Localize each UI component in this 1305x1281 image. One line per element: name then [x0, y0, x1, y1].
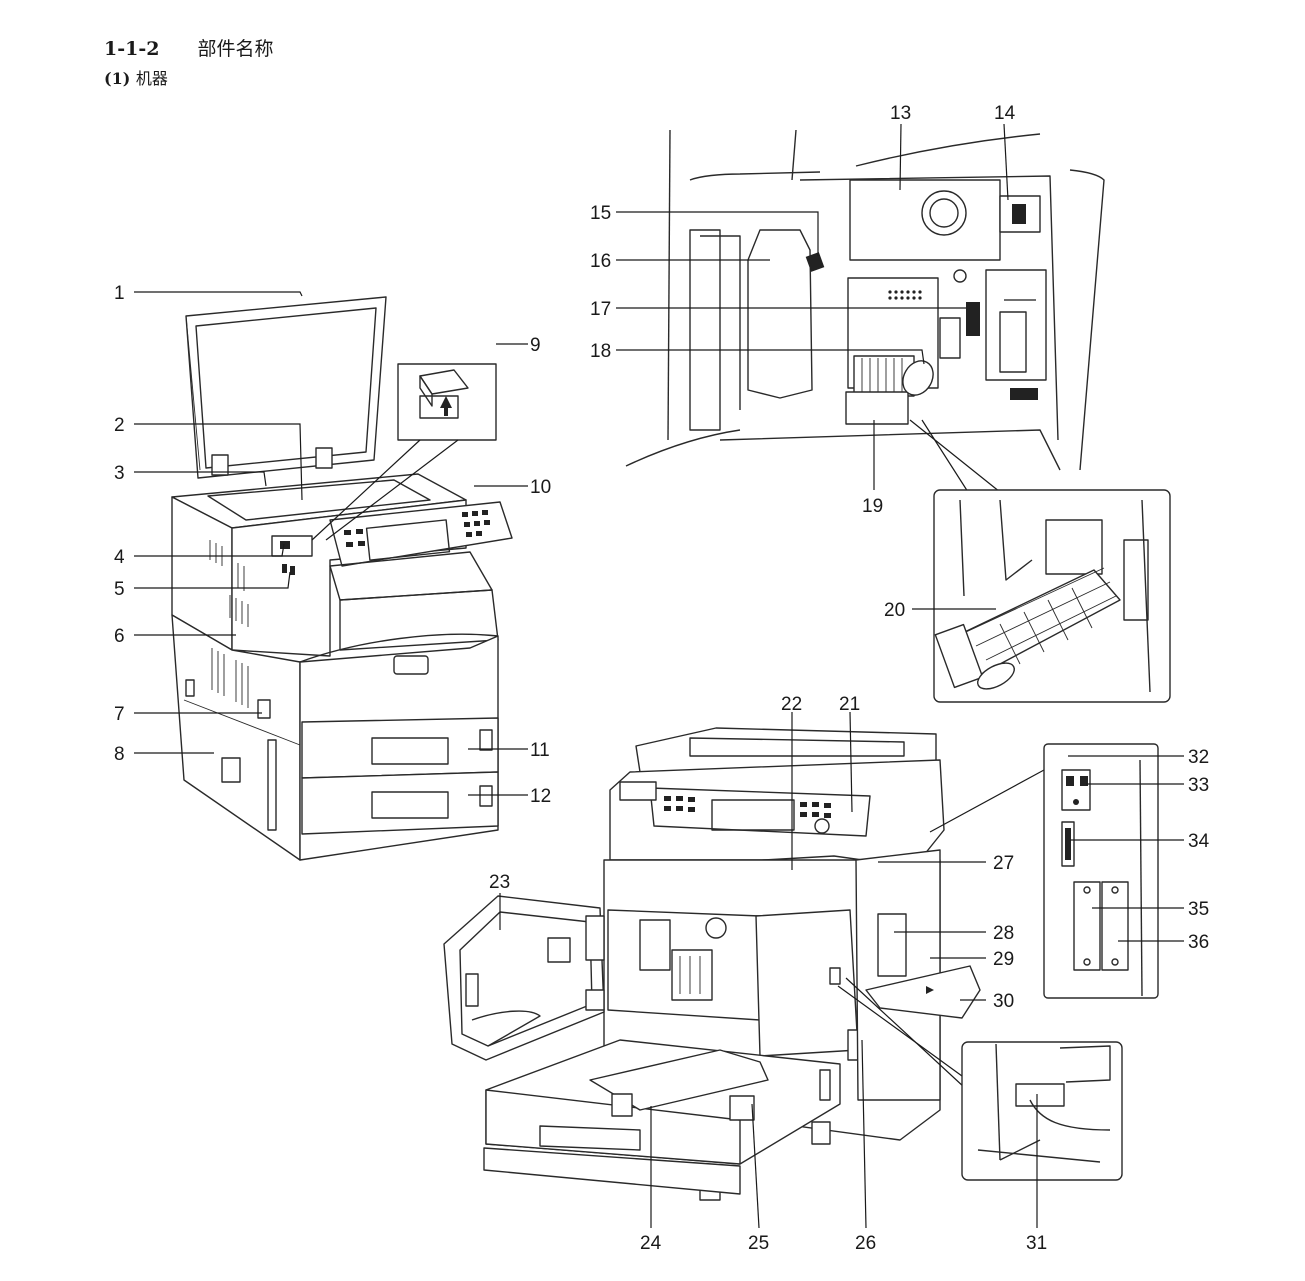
machine-front-illustration — [171, 296, 513, 861]
callout-1: 1 — [114, 283, 125, 304]
section-number: 1-1-2 — [104, 38, 160, 60]
callout-35: 35 — [1188, 899, 1209, 920]
callout-21: 21 — [839, 694, 860, 715]
subsection-prefix: (1) — [104, 69, 131, 88]
inset-cleaning-tray-detail — [933, 489, 1171, 703]
callout-28: 28 — [993, 923, 1014, 944]
callout-27: 27 — [993, 853, 1014, 874]
callout-14: 14 — [994, 103, 1016, 124]
callout-10: 10 — [530, 477, 551, 498]
callout-15: 15 — [590, 203, 611, 224]
callout-12: 12 — [530, 786, 551, 807]
callout-5: 5 — [114, 579, 125, 600]
callout-22: 22 — [781, 694, 802, 715]
callout-labels: 1 2 3 4 5 6 7 8 9 10 11 12 13 14 15 16 1… — [114, 103, 1210, 1254]
inset-usb-detail — [311, 363, 497, 541]
callout-26: 26 — [855, 1233, 876, 1254]
callout-29: 29 — [993, 949, 1014, 970]
inset-switch-detail — [961, 1041, 1123, 1181]
callout-23: 23 — [489, 872, 510, 893]
callout-32: 32 — [1188, 747, 1209, 768]
callout-17: 17 — [590, 299, 611, 320]
section-heading: 1-1-2 部件名称 (1) 机器 — [104, 34, 273, 89]
inset-interface-panel — [1043, 743, 1159, 999]
callout-6: 6 — [114, 626, 125, 647]
callout-3: 3 — [114, 463, 125, 484]
callout-18: 18 — [590, 341, 611, 362]
callout-20: 20 — [884, 600, 905, 621]
leader-lines — [134, 123, 1184, 1229]
callout-19: 19 — [862, 496, 883, 517]
callout-11: 11 — [530, 740, 550, 761]
subsection-heading: (1) 机器 — [104, 65, 273, 89]
callout-9: 9 — [530, 335, 541, 356]
callout-13: 13 — [890, 103, 911, 124]
machine-open-illustration — [443, 727, 1045, 1201]
callout-7: 7 — [114, 704, 125, 725]
callout-4: 4 — [114, 547, 125, 568]
callout-2: 2 — [114, 415, 125, 436]
toner-area-illustration — [625, 129, 1105, 493]
subsection-label: 机器 — [135, 69, 168, 88]
callout-25: 25 — [748, 1233, 769, 1254]
callout-31: 31 — [1026, 1233, 1047, 1254]
callout-8: 8 — [114, 744, 125, 765]
callout-36: 36 — [1188, 932, 1209, 953]
callout-30: 30 — [993, 991, 1014, 1012]
section-title: 部件名称 — [197, 38, 274, 60]
callout-16: 16 — [590, 251, 611, 272]
callout-33: 33 — [1188, 775, 1209, 796]
callout-34: 34 — [1188, 831, 1210, 852]
callout-24: 24 — [640, 1233, 662, 1254]
